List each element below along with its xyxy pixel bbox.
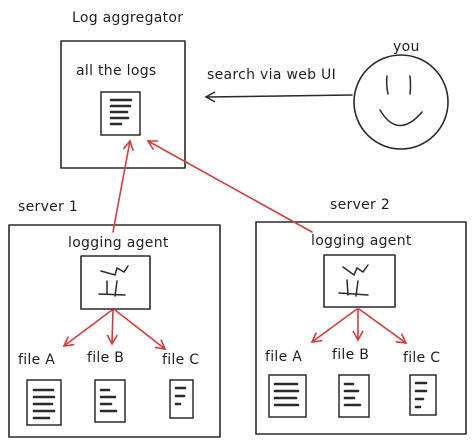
server-1-file-c-icon — [169, 379, 194, 419]
server-2-file-c-icon — [409, 374, 437, 416]
server-2-file-b-icon — [338, 374, 370, 418]
server-2-file-a-label: file A — [265, 349, 303, 365]
agent1-to-file-c-arrow — [114, 309, 167, 351]
search-label: search via web UI — [207, 67, 337, 83]
aggregator-box — [60, 40, 186, 169]
server-1-file-a-label: file A — [18, 352, 56, 368]
logging-agent-1-icon — [80, 255, 151, 310]
you-label: you — [393, 39, 420, 55]
server-1-label: server 1 — [18, 199, 79, 215]
agent2-to-file-c-arrow — [358, 308, 408, 344]
server-1-file-b-icon — [94, 379, 126, 423]
aggregator-inner-label: all the logs — [76, 63, 157, 79]
server-1-file-b-label: file B — [87, 350, 125, 366]
server-2-label: server 2 — [330, 197, 391, 213]
agent1-to-aggregator-arrow — [112, 139, 135, 233]
aggregator-document-icon — [100, 91, 141, 136]
agent2-to-file-a-arrow — [310, 308, 358, 343]
logging-agent-2-label: logging agent — [311, 233, 412, 249]
server-1-file-c-label: file C — [162, 352, 200, 368]
agent1-to-file-b-arrow — [106, 309, 118, 346]
smiley-face-icon — [353, 54, 449, 150]
server-2-file-a-icon — [268, 374, 307, 418]
server-2-file-c-label: file C — [403, 350, 441, 366]
server-2-file-b-label: file B — [332, 347, 370, 363]
agent2-to-aggregator-arrow — [146, 140, 313, 233]
logging-agent-2-icon — [323, 254, 396, 308]
server-1-file-a-icon — [26, 379, 62, 426]
aggregator-title: Log aggregator — [72, 10, 184, 26]
search-arrow — [204, 91, 353, 103]
server-2-box — [255, 221, 467, 435]
logging-agent-1-label: logging agent — [68, 235, 169, 251]
agent1-to-file-a-arrow — [62, 309, 113, 347]
